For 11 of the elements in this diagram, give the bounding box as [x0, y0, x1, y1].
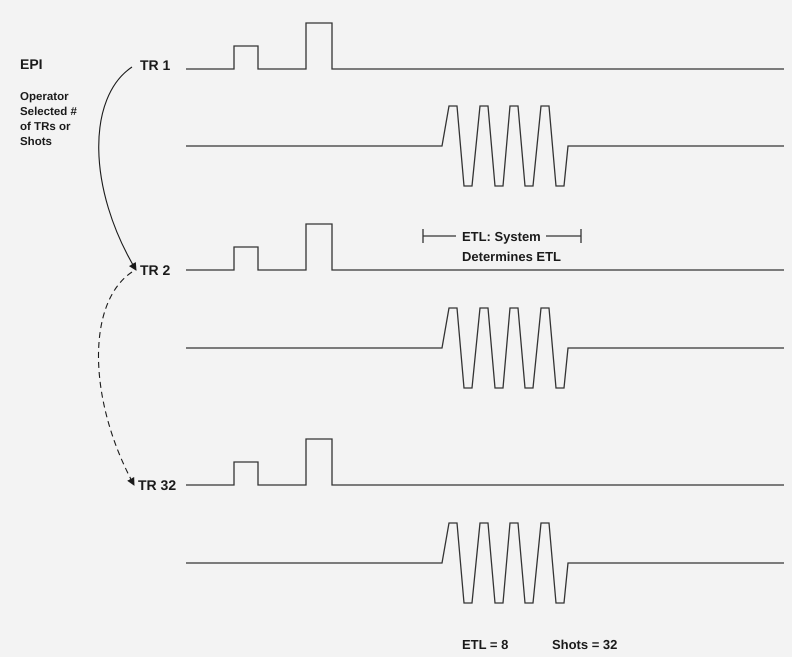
text-label: Determines ETL [462, 248, 561, 265]
text-label: Shots = 32 [552, 636, 618, 653]
text-label: ETL: System [462, 228, 541, 245]
text-label: EPI [20, 55, 43, 73]
text-label: Operator Selected # of TRs or Shots [20, 90, 78, 150]
arrow [98, 66, 136, 271]
arrow [98, 272, 134, 486]
sequence-label: TR 1 [140, 56, 180, 74]
sequence-label: TR 2 [140, 261, 180, 279]
sequence-label: TR 32 [138, 476, 184, 494]
text-label: ETL = 8 [462, 636, 508, 653]
